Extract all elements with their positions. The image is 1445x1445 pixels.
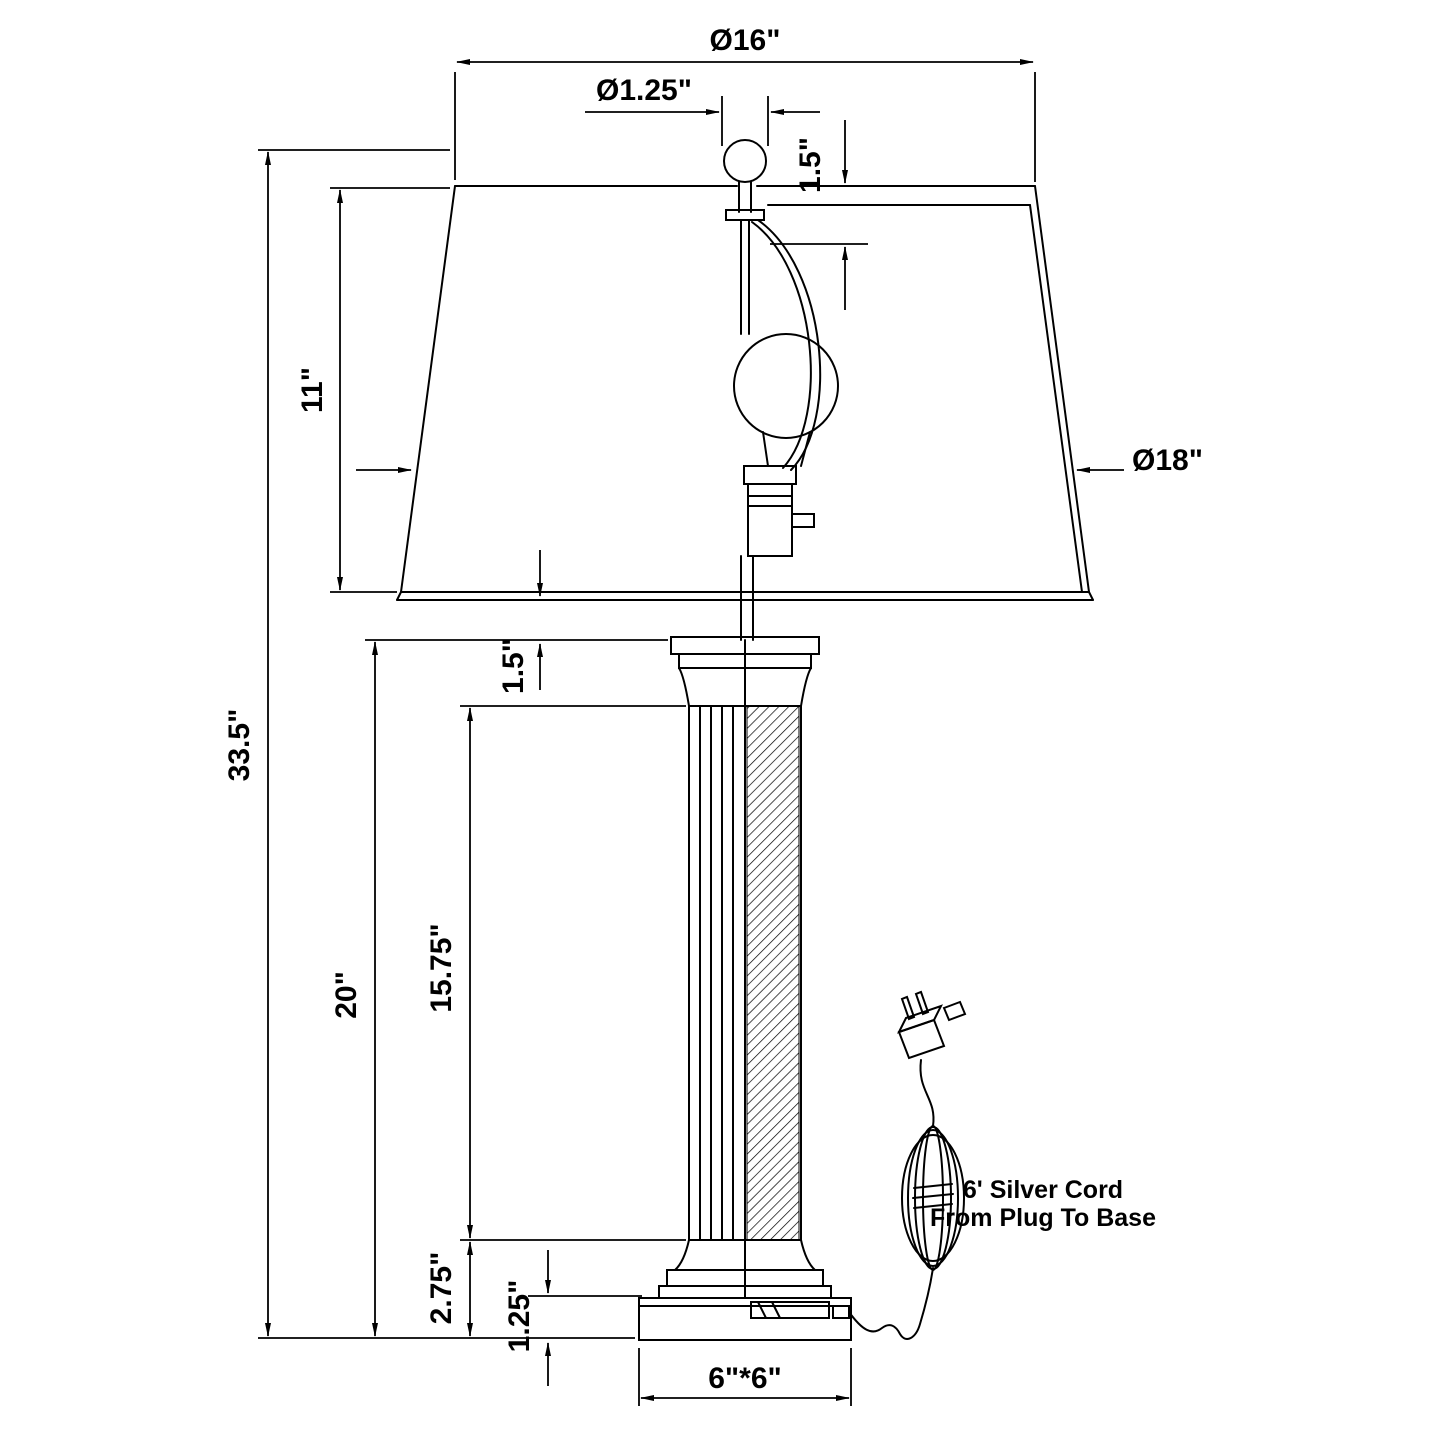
cord-note-line2: From Plug To Base	[930, 1204, 1156, 1232]
dim-label-shade-recess: 1.5"	[794, 137, 827, 193]
dim-shade-bottom-diameter: Ø18"	[356, 444, 1203, 477]
dim-shade-top-diameter: Ø16"	[454, 24, 1036, 182]
dim-label-finial-diameter: Ø1.25"	[596, 74, 692, 107]
dim-label-shaft-height: 15.75"	[425, 923, 458, 1012]
dim-label-shade-height: 11"	[296, 367, 329, 413]
dim-label-base-footprint: 6"*6"	[708, 1362, 782, 1395]
power-cord	[848, 1059, 965, 1340]
column	[658, 636, 832, 1299]
dim-base-height: 2.75"	[425, 1241, 473, 1337]
dim-label-shade-top-diameter: Ø16"	[710, 24, 781, 57]
socket	[740, 465, 815, 641]
dim-shaft-height: 15.75"	[425, 705, 686, 1241]
dim-base-footprint: 6"*6"	[638, 1348, 852, 1406]
dim-shade-height: 11"	[296, 187, 450, 593]
dim-plate-height: 1.25"	[503, 1250, 642, 1386]
cord-note: 6' Silver Cord From Plug To Base	[930, 1176, 1156, 1232]
dim-total-height: 33.5"	[223, 149, 635, 1339]
lamp-shade	[396, 185, 1094, 601]
dim-label-total-height: 33.5"	[223, 709, 256, 782]
cord-note-line1: 6' Silver Cord	[963, 1176, 1123, 1204]
dim-finial-diameter: Ø1.25"	[585, 74, 820, 146]
finial	[723, 139, 767, 221]
base	[638, 1297, 852, 1341]
dim-neck-height: 1.5"	[497, 550, 543, 694]
dim-label-shade-bottom-diameter: Ø18"	[1132, 444, 1203, 477]
dim-label-plate-height: 1.25"	[503, 1280, 536, 1353]
dim-label-neck-height: 1.5"	[497, 638, 530, 694]
dim-column-height: 20"	[330, 639, 668, 1337]
dim-label-column-height: 20"	[330, 971, 363, 1019]
dim-label-base-height: 2.75"	[425, 1252, 458, 1325]
light-bulb	[733, 333, 839, 467]
dim-shade-recess: 1.5"	[770, 120, 868, 310]
plug	[897, 990, 967, 1060]
